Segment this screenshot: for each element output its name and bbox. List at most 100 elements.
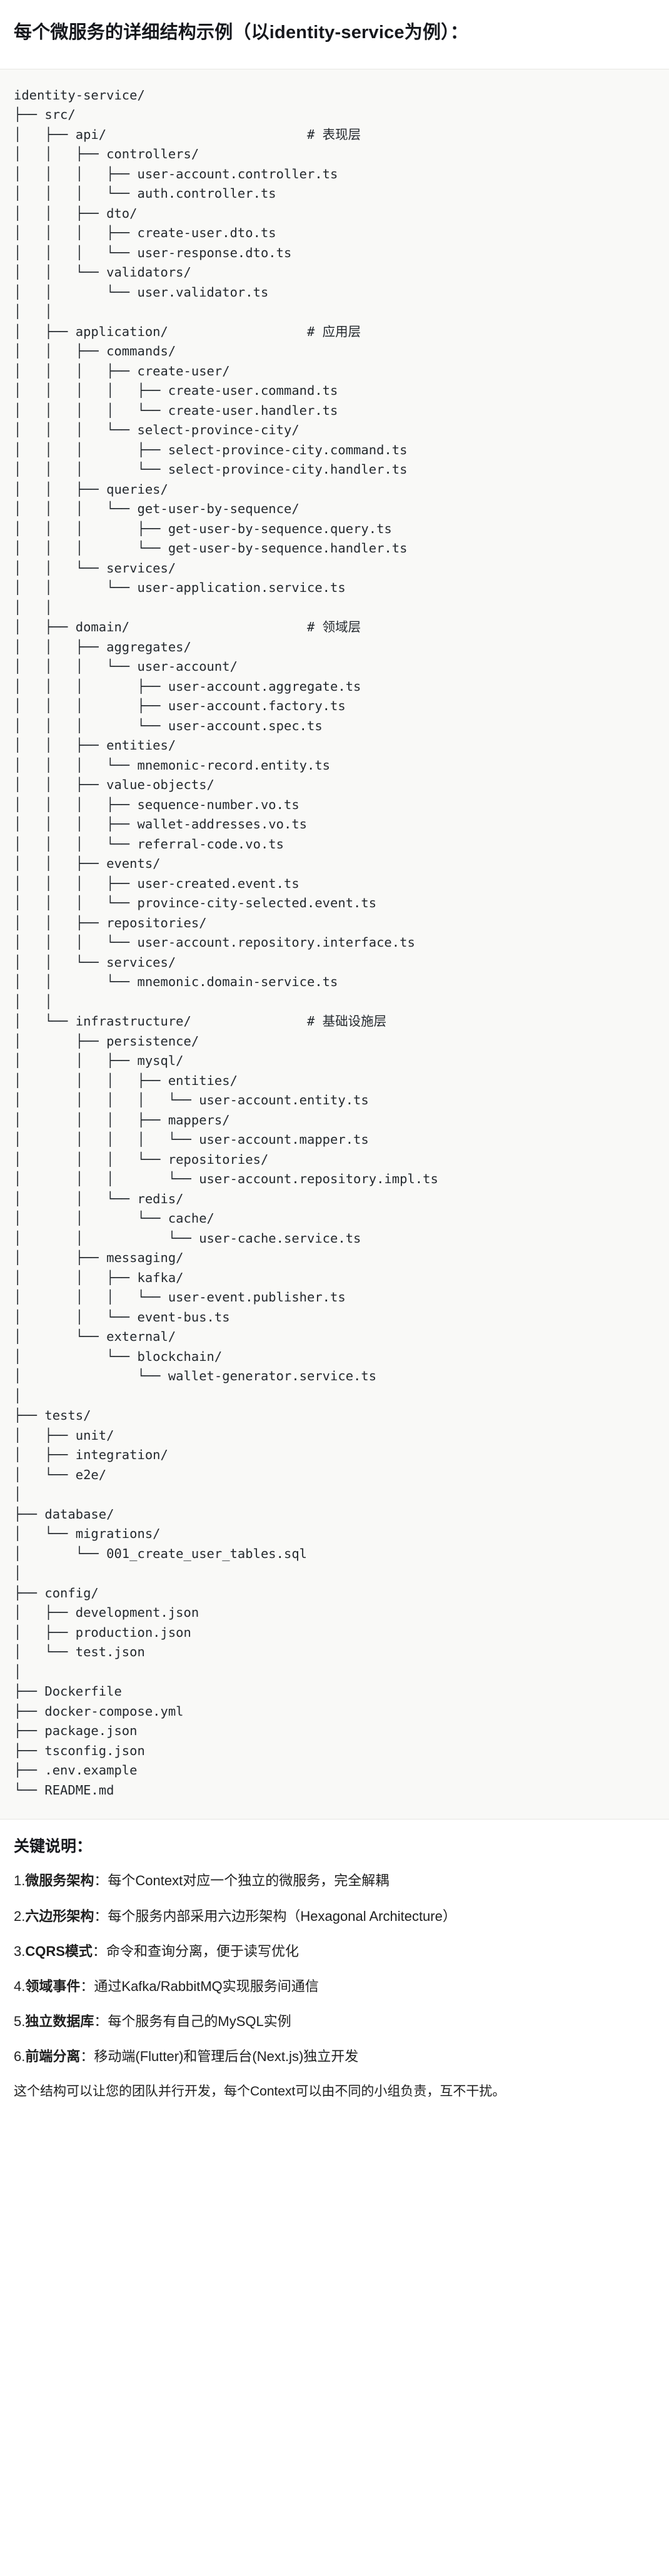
note-number: 3.	[14, 1943, 26, 1959]
note-item: 2.六边形架构：每个服务内部采用六边形架构（Hexagonal Architec…	[14, 1906, 655, 1927]
note-item: 3.CQRS模式：命令和查询分离，便于读写优化	[14, 1941, 655, 1962]
note-description: 每个服务内部采用六边形架构（Hexagonal Architecture）	[108, 1908, 456, 1924]
tree-line: │ │ │ └── select-province-city/	[14, 422, 299, 438]
tree-line: │ │ ├── dto/	[14, 205, 138, 221]
tree-line: │ └── wallet-generator.service.ts	[14, 1368, 377, 1384]
tree-line: │ ├── integration/	[14, 1447, 168, 1463]
tree-line: identity-service/	[14, 87, 145, 103]
tree-line: ├── package.json	[14, 1723, 138, 1739]
notes-footer: 这个结构可以让您的团队并行开发，每个Context可以由不同的小组负责，互不干扰…	[14, 2084, 506, 2099]
note-term: 前端分离	[25, 2048, 81, 2064]
tree-line: │ │ └── validators/	[14, 265, 191, 280]
tree-line: │ │ │ ├── user-account.factory.ts	[14, 698, 346, 714]
note-description: 每个服务有自己的MySQL实例	[108, 2013, 291, 2029]
tree-line: ├── Dockerfile	[14, 1684, 122, 1699]
tree-line: │ │	[14, 599, 53, 615]
tree-line: │ └── migrations/	[14, 1526, 161, 1542]
note-term: 领域事件	[25, 1978, 81, 1994]
tree-line: │ │ │ └── repositories/	[14, 1151, 269, 1167]
note-item: 6.前端分离：移动端(Flutter)和管理后台(Next.js)独立开发	[14, 2046, 655, 2067]
tree-line: │ ├── production.json	[14, 1624, 191, 1640]
tree-line: │	[14, 1487, 22, 1502]
tree-line: │ │ │ ├── wallet-addresses.vo.ts	[14, 817, 307, 832]
tree-line: │ │ │ │ └── create-user.handler.ts	[14, 402, 338, 418]
tree-line: ├── tests/	[14, 1408, 91, 1423]
tree-line: │ │ ├── value-objects/	[14, 777, 214, 793]
tree-line: │ │ │ └── province-city-selected.event.t…	[14, 895, 377, 911]
tree-line: │ │ │ └── get-user-by-sequence.handler.t…	[14, 541, 408, 556]
note-item: 4.领域事件：通过Kafka/RabbitMQ实现服务间通信	[14, 1976, 655, 1997]
tree-line: │ │ │ ├── sequence-number.vo.ts	[14, 797, 299, 812]
tree-line: │ │ │ ├── mappers/	[14, 1112, 230, 1128]
tree-line: │ │ └── mnemonic.domain-service.ts	[14, 974, 338, 990]
tree-line: │ ├── persistence/	[14, 1033, 199, 1049]
tree-line: │ │ │ ├── get-user-by-sequence.query.ts	[14, 521, 392, 536]
note-number: 4.	[14, 1978, 26, 1994]
tree-line: │ └── external/	[14, 1329, 176, 1345]
tree-line: │ │ │ └── referral-code.vo.ts	[14, 836, 284, 852]
note-number: 6.	[14, 2048, 26, 2064]
tree-line: │ └── 001_create_user_tables.sql	[14, 1545, 307, 1561]
tree-line: │ │ └── user.validator.ts	[14, 284, 269, 300]
tree-line: │ └── test.json	[14, 1644, 145, 1660]
tree-line: │ │ └── redis/	[14, 1191, 184, 1206]
note-term: 六边形架构	[25, 1908, 94, 1924]
code-block: identity-service/ ├── src/ │ ├── api/ # 表现…	[0, 68, 669, 1820]
tree-line: │ │ └── services/	[14, 954, 176, 970]
note-separator: ：	[94, 1873, 108, 1889]
tree-line: │ └── infrastructure/ # 基础设施层	[14, 1014, 387, 1029]
tree-line: │ │ ├── repositories/	[14, 915, 207, 930]
tree-line: │ │ │ ├── select-province-city.command.t…	[14, 442, 408, 457]
tree-line: │ └── e2e/	[14, 1467, 107, 1482]
note-separator: ：	[94, 1908, 108, 1924]
note-separator: ：	[92, 1943, 106, 1959]
tree-line: │ │ │ ├── create-user.dto.ts	[14, 225, 276, 241]
tree-line: │ │	[14, 304, 53, 320]
tree-line: └── README.md	[14, 1782, 114, 1798]
note-term: 微服务架构	[25, 1873, 94, 1889]
tree-line: │ │ │ └── select-province-city.handler.t…	[14, 462, 408, 477]
tree-line: ├── src/	[14, 107, 76, 123]
tree-line: │ │ │ └── user-account.spec.ts	[14, 718, 323, 733]
note-separator: ：	[94, 2013, 108, 2029]
tree-line: │ │ │ ├── user-created.event.ts	[14, 875, 299, 891]
tree-line: │ │ └── user-cache.service.ts	[14, 1230, 361, 1246]
tree-line: │ │ │ ├── create-user/	[14, 363, 230, 379]
tree-line: │	[14, 1664, 22, 1679]
note-description: 命令和查询分离，便于读写优化	[106, 1943, 299, 1959]
tree-line: │ │ ├── aggregates/	[14, 639, 191, 654]
tree-line: │ │ ├── kafka/	[14, 1270, 184, 1285]
tree-line: │ │ ├── entities/	[14, 738, 176, 753]
tree-line: │ │ ├── commands/	[14, 344, 176, 359]
note-number: 1.	[14, 1873, 26, 1889]
tree-line: │	[14, 1565, 22, 1581]
note-description: 通过Kafka/RabbitMQ实现服务间通信	[94, 1978, 319, 1994]
tree-line: │ │ └── user-application.service.ts	[14, 580, 346, 596]
tree-line: │ │ │ └── user-event.publisher.ts	[14, 1290, 346, 1305]
tree-line: │ │ ├── queries/	[14, 481, 168, 497]
tree-line: │ │ │ ├── entities/	[14, 1072, 238, 1088]
tree-line: │ │ └── cache/	[14, 1211, 214, 1226]
tree-line: │ ├── domain/ # 领域层	[14, 619, 361, 635]
notes-heading: 关键说明：	[14, 1838, 93, 1856]
tree-line: │ ├── api/ # 表现层	[14, 126, 361, 142]
note-item: 1.微服务架构：每个Context对应一个独立的微服务，完全解耦	[14, 1870, 655, 1891]
tree-line: │ │ │ └── user-account/	[14, 659, 238, 675]
tree-line: │	[14, 1388, 22, 1403]
note-item: 5.独立数据库：每个服务有自己的MySQL实例	[14, 2011, 655, 2032]
note-separator: ：	[80, 2048, 94, 2064]
tree-line: │ │ └── services/	[14, 560, 176, 576]
tree-line: │ │ │ └── user-response.dto.ts	[14, 245, 292, 260]
tree-line: │ └── blockchain/	[14, 1348, 223, 1364]
tree-line: ├── tsconfig.json	[14, 1743, 145, 1758]
note-number: 5.	[14, 2013, 26, 2029]
tree-line: │ │ ├── events/	[14, 856, 161, 872]
tree-line: │ │ ├── controllers/	[14, 146, 199, 162]
tree-line: │ │ │ └── mnemonic-record.entity.ts	[14, 757, 331, 773]
document-page: 每个微服务的详细结构示例（以identity-service为例）： ident…	[0, 12, 669, 2121]
note-description: 移动端(Flutter)和管理后台(Next.js)独立开发	[94, 2048, 359, 2064]
note-description: 每个Context对应一个独立的微服务，完全解耦	[108, 1873, 390, 1889]
tree-line: │ │ ├── mysql/	[14, 1053, 184, 1069]
